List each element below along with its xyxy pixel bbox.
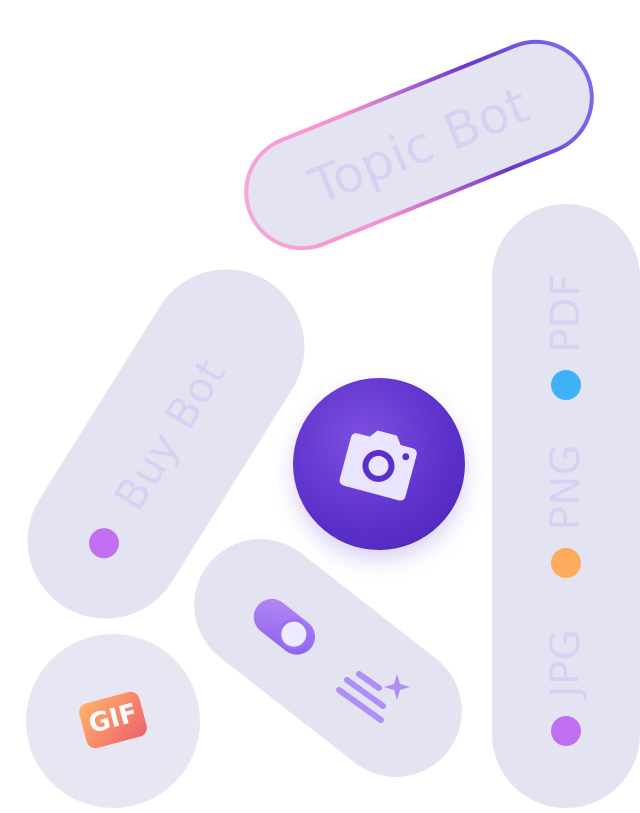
file-type-png-dot: [551, 548, 581, 578]
buy-bot-dot: [83, 522, 125, 564]
file-type-pdf-label: PDF: [543, 273, 589, 353]
file-type-pill: PDF PNG JPG: [492, 204, 640, 808]
file-type-jpg-label: JPG: [543, 628, 589, 698]
camera-icon: [339, 430, 417, 501]
camera-button[interactable]: [293, 378, 465, 550]
gif-circle[interactable]: GIF: [26, 634, 200, 808]
file-type-pdf-dot: [551, 370, 581, 400]
buy-bot-label: Buy Bot: [104, 350, 236, 519]
gif-badge-icon: [79, 691, 147, 749]
sparkle-lines-icon: [336, 671, 410, 723]
toggle-switch-icon[interactable]: [245, 593, 325, 659]
file-type-jpg-dot: [551, 716, 581, 746]
file-type-png-label: PNG: [543, 443, 589, 531]
toggle-pill: [167, 512, 489, 804]
